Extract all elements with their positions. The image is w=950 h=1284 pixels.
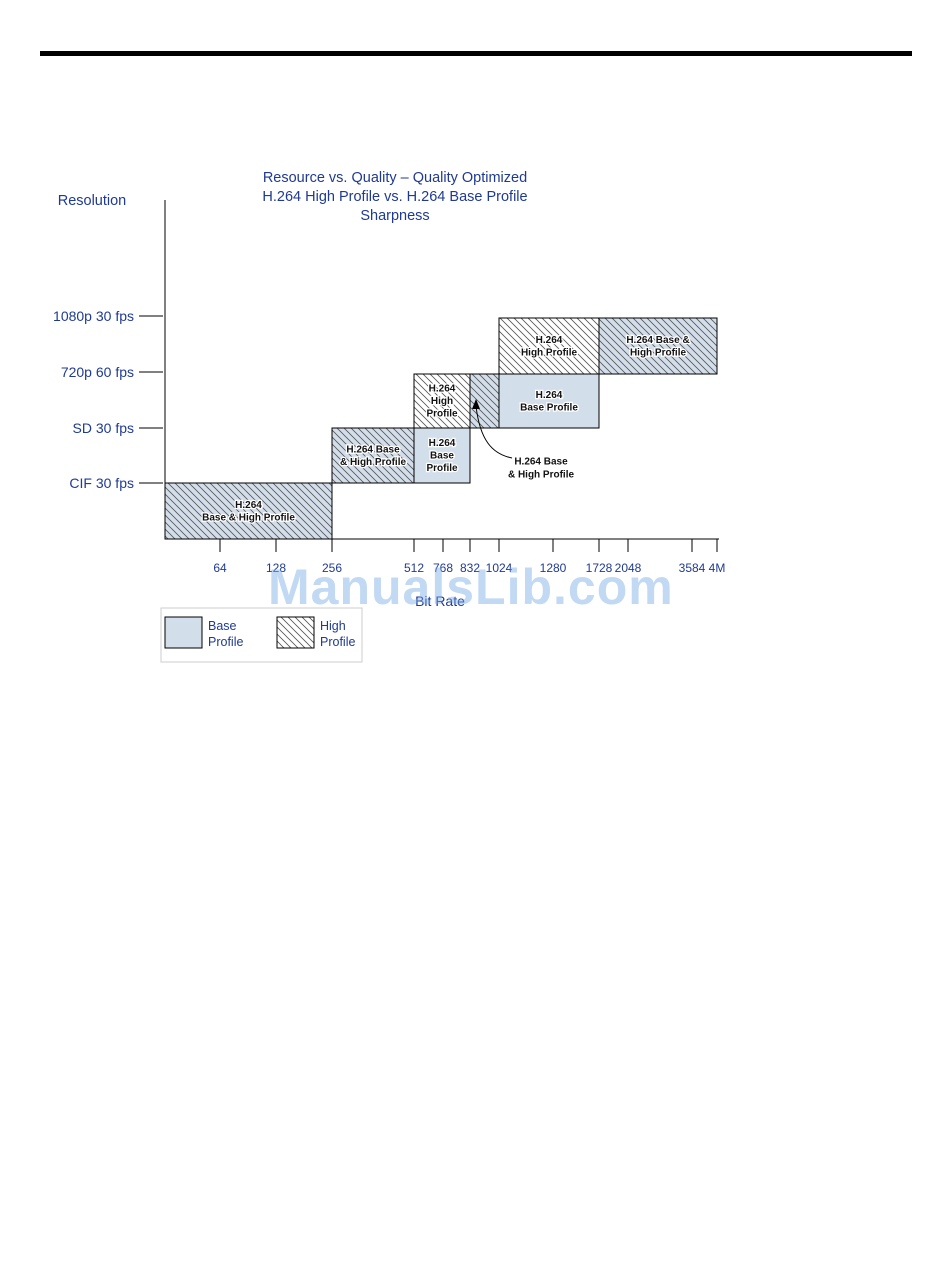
x-tick-label: 4M — [709, 561, 726, 575]
watermark: ManualsLib.com — [268, 559, 674, 615]
y-tick-label: 720p 60 fps — [61, 364, 134, 380]
region-hatch — [499, 318, 599, 374]
callout-line — [475, 405, 513, 459]
y-tick-label: SD 30 fps — [73, 420, 134, 436]
region-hatch — [332, 428, 414, 483]
y-tick-labels: CIF 30 fps SD 30 fps 720p 60 fps 1080p 30 f… — [53, 308, 134, 491]
x-tick-label: 2048 — [615, 561, 642, 575]
y-tick-label: 1080p 30 fps — [53, 308, 134, 324]
callout-annotation: H.264 Base& High Profile — [472, 399, 574, 481]
region-label: H.264 Base &High Profile — [626, 335, 689, 359]
x-tick-label: 832 — [460, 561, 480, 575]
chart-title-line: Resource vs. Quality – Quality Optimized — [263, 170, 527, 186]
legend-swatch — [164, 616, 203, 649]
legend-swatch — [276, 616, 315, 649]
region-hatch — [414, 374, 470, 428]
resource-quality-chart: Resource vs. Quality – Quality Optimized… — [53, 170, 725, 663]
chart-title-line: H.264 High Profile vs. H.264 Base Profil… — [262, 189, 527, 205]
region-fill — [499, 374, 599, 428]
region-label: H.264 Base& High Profile — [340, 444, 407, 468]
y-axis-label: Resolution — [58, 193, 127, 209]
callout-label: H.264 Base& High Profile — [508, 457, 575, 481]
x-tick-label: 768 — [433, 561, 453, 575]
chart-axes — [139, 200, 719, 552]
region-border — [598, 317, 718, 375]
x-tick-label: 64 — [213, 561, 227, 575]
x-tick-label: 1024 — [486, 561, 513, 575]
region-hatch — [470, 374, 499, 428]
x-tick-label: 128 — [266, 561, 286, 575]
region-720-base-high — [469, 373, 500, 429]
callout-arrowhead — [472, 399, 480, 409]
region-hatch — [599, 318, 717, 374]
x-tick-label: 256 — [322, 561, 342, 575]
region-hatch — [165, 483, 332, 539]
region-1080-base-high: H.264 Base &High Profile — [598, 317, 718, 375]
region-fill — [414, 428, 470, 483]
x-tick-label: 3584 — [679, 561, 706, 575]
x-tick-label: 1728 — [586, 561, 613, 575]
chart-title-line: Sharpness — [360, 208, 429, 224]
region-sd-base-high: H.264 Base& High Profile — [331, 427, 415, 484]
x-tick-label: 512 — [404, 561, 424, 575]
top-rule — [40, 51, 912, 56]
chart-title: Resource vs. Quality – Quality Optimized… — [262, 170, 527, 224]
y-tick-label: CIF 30 fps — [69, 475, 134, 491]
x-axis-label: Bit Rate — [415, 593, 465, 609]
x-tick-label: 1280 — [540, 561, 567, 575]
